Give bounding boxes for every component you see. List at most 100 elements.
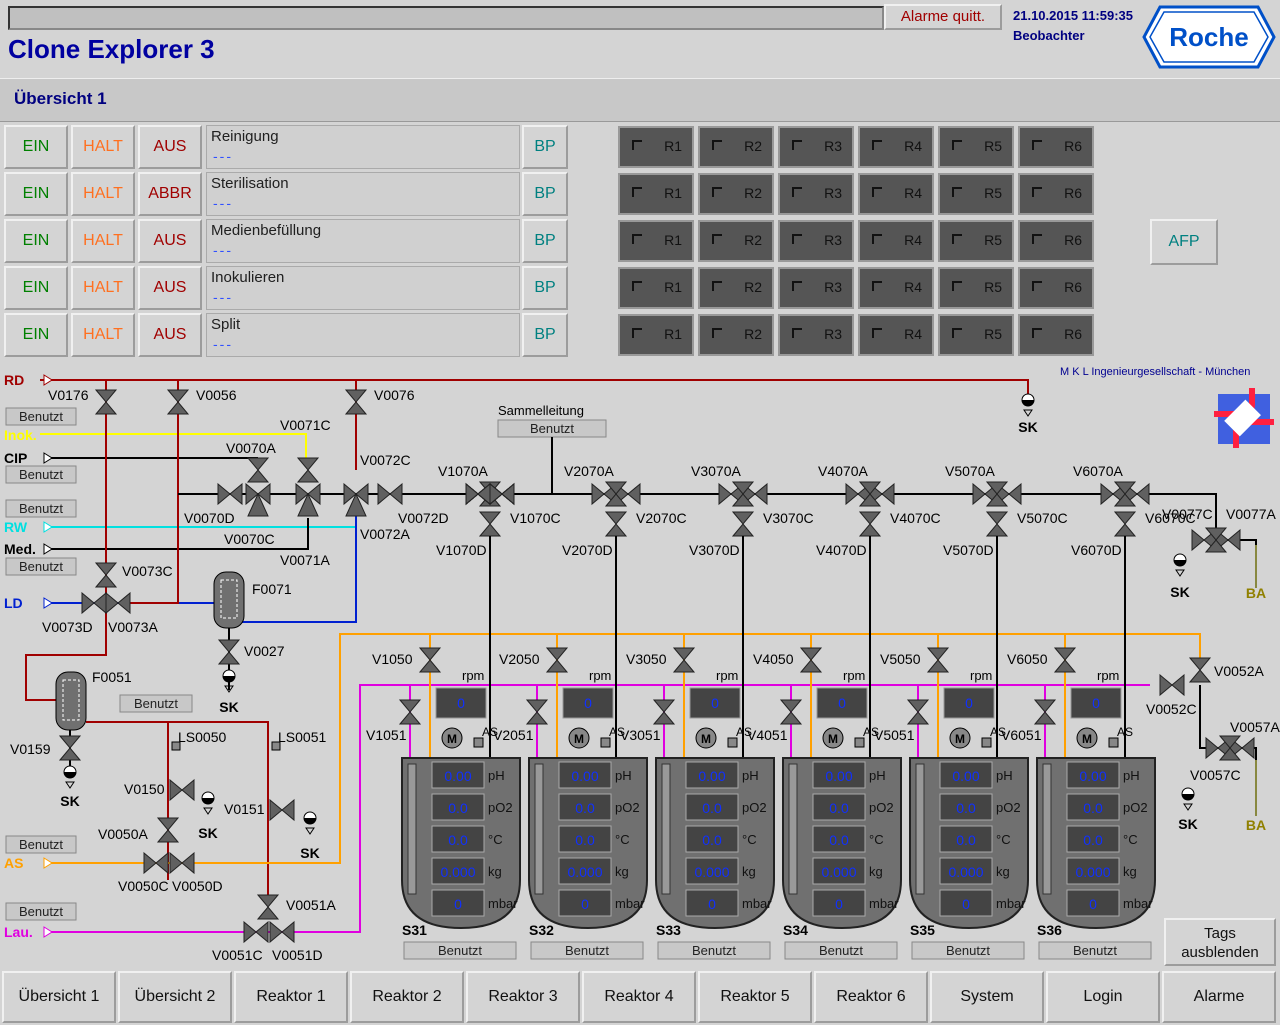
pause-button[interactable]: HALT: [71, 266, 135, 310]
valve[interactable]: [525, 711, 549, 725]
valve[interactable]: [1191, 528, 1205, 552]
start-button[interactable]: EIN: [4, 219, 68, 263]
valve[interactable]: [169, 851, 183, 875]
reactor-state-cell[interactable]: R5: [938, 126, 1014, 168]
reactor-state-cell[interactable]: R4: [858, 314, 934, 356]
valve[interactable]: [1113, 493, 1137, 507]
nav-button[interactable]: Reaktor 1: [234, 971, 348, 1023]
valve[interactable]: [398, 711, 422, 725]
reactor-state-cell[interactable]: R3: [778, 173, 854, 215]
reactor-state-cell[interactable]: R1: [618, 126, 694, 168]
valve[interactable]: [58, 735, 82, 749]
nav-button[interactable]: System: [930, 971, 1044, 1023]
valve[interactable]: [972, 482, 986, 506]
reactor-state-cell[interactable]: R4: [858, 220, 934, 262]
valve[interactable]: [591, 482, 605, 506]
three-way-valve[interactable]: [297, 492, 319, 517]
valve[interactable]: [731, 511, 755, 525]
three-way-valve[interactable]: [307, 482, 321, 506]
valve[interactable]: [1188, 657, 1212, 671]
valve[interactable]: [377, 482, 391, 506]
valve[interactable]: [985, 481, 1009, 495]
nav-button[interactable]: Reaktor 3: [466, 971, 580, 1023]
valve[interactable]: [418, 647, 442, 661]
valve[interactable]: [652, 699, 676, 713]
start-button[interactable]: EIN: [4, 266, 68, 310]
valve[interactable]: [93, 591, 107, 615]
valve[interactable]: [217, 651, 241, 665]
reactor-state-cell[interactable]: R6: [1018, 173, 1094, 215]
reactor-state-cell[interactable]: R6: [1018, 267, 1094, 309]
valve[interactable]: [1033, 711, 1057, 725]
reactor-state-cell[interactable]: R6: [1018, 220, 1094, 262]
valve[interactable]: [1218, 747, 1242, 761]
valve[interactable]: [718, 482, 732, 506]
valve[interactable]: [269, 920, 283, 944]
valve[interactable]: [754, 482, 768, 506]
valve[interactable]: [731, 523, 755, 537]
pause-button[interactable]: HALT: [71, 125, 135, 169]
valve[interactable]: [1053, 647, 1077, 661]
valve[interactable]: [1113, 511, 1137, 525]
three-way-valve[interactable]: [295, 482, 309, 506]
valve[interactable]: [344, 389, 368, 403]
valve[interactable]: [156, 817, 180, 831]
start-button[interactable]: EIN: [4, 125, 68, 169]
valve[interactable]: [627, 482, 641, 506]
valve[interactable]: [166, 389, 190, 403]
stop-button[interactable]: ABBR: [138, 172, 202, 216]
valve[interactable]: [799, 647, 823, 661]
afp-button[interactable]: AFP: [1150, 219, 1218, 265]
valve[interactable]: [398, 699, 422, 713]
valve[interactable]: [169, 778, 183, 802]
start-button[interactable]: EIN: [4, 172, 68, 216]
breakpoint-button[interactable]: BP: [522, 125, 568, 169]
valve[interactable]: [465, 482, 479, 506]
valve[interactable]: [296, 457, 320, 471]
reactor-state-cell[interactable]: R1: [618, 173, 694, 215]
stop-button[interactable]: AUS: [138, 266, 202, 310]
hide-tags-button[interactable]: Tags ausblenden: [1164, 918, 1276, 966]
reactor-state-cell[interactable]: R6: [1018, 126, 1094, 168]
reactor-state-cell[interactable]: R4: [858, 173, 934, 215]
reactor-state-cell[interactable]: R3: [778, 267, 854, 309]
valve[interactable]: [478, 511, 502, 525]
reactor-state-cell[interactable]: R5: [938, 220, 1014, 262]
valve[interactable]: [858, 493, 882, 507]
valve[interactable]: [243, 920, 257, 944]
pause-button[interactable]: HALT: [71, 219, 135, 263]
valve[interactable]: [256, 906, 280, 920]
valve[interactable]: [1204, 539, 1228, 553]
valve[interactable]: [94, 389, 118, 403]
reactor-state-cell[interactable]: R5: [938, 314, 1014, 356]
reactor-state-cell[interactable]: R4: [858, 126, 934, 168]
valve[interactable]: [478, 523, 502, 537]
valve[interactable]: [181, 851, 195, 875]
valve[interactable]: [1100, 482, 1114, 506]
valve[interactable]: [166, 401, 190, 415]
valve[interactable]: [217, 639, 241, 653]
valve[interactable]: [858, 511, 882, 525]
valve[interactable]: [779, 699, 803, 713]
valve[interactable]: [1218, 735, 1242, 749]
three-way-valve[interactable]: [345, 492, 367, 517]
three-way-valve[interactable]: [245, 482, 259, 506]
breakpoint-button[interactable]: BP: [522, 266, 568, 310]
valve[interactable]: [604, 493, 628, 507]
reactor-state-cell[interactable]: R2: [698, 220, 774, 262]
nav-button[interactable]: Login: [1046, 971, 1160, 1023]
valve[interactable]: [143, 851, 157, 875]
valve[interactable]: [858, 523, 882, 537]
valve[interactable]: [489, 482, 503, 506]
start-button[interactable]: EIN: [4, 313, 68, 357]
valve[interactable]: [985, 493, 1009, 507]
reactor-state-cell[interactable]: R1: [618, 267, 694, 309]
breakpoint-button[interactable]: BP: [522, 313, 568, 357]
valve[interactable]: [501, 482, 515, 506]
valve[interactable]: [246, 469, 270, 483]
valve[interactable]: [1113, 523, 1137, 537]
valve[interactable]: [94, 574, 118, 588]
valve[interactable]: [545, 659, 569, 673]
valve[interactable]: [672, 647, 696, 661]
nav-button[interactable]: Reaktor 4: [582, 971, 696, 1023]
